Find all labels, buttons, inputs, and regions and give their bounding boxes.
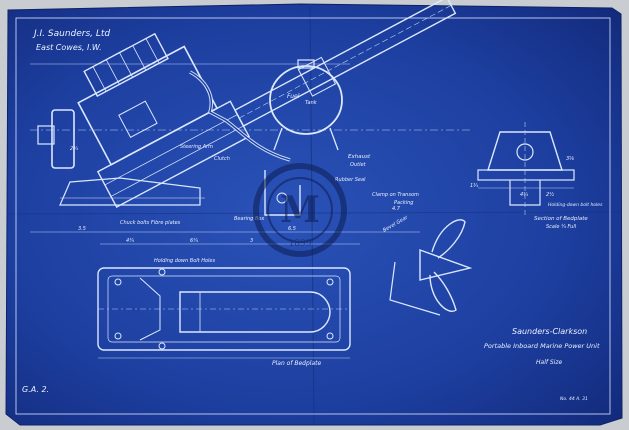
dimension-text: 6.5 [288,226,296,232]
title-line-2: Portable Inboard Marine Power Unit [484,342,600,350]
crank-nose [37,125,55,145]
dimension-text: 4¾ [520,192,528,198]
dimension-text: 3.5 [78,226,86,232]
bedplate-plan [97,267,351,351]
dimension-text: 4.7 [392,206,401,212]
dimension-text: 1¾ [470,183,478,189]
dimension-text: 3 [250,238,253,244]
bearing-box-label: Bearing Box [234,216,264,222]
carburettor [118,100,158,139]
flywheel [51,109,75,169]
tank-bracket [273,127,339,151]
cooling-fin [132,45,147,71]
cooling-fin [105,59,120,85]
fold-line [7,211,621,215]
steering-arm-label: Steering Arm [180,144,213,150]
skeg [389,261,441,316]
stamp-letter: M [280,189,320,231]
gas-outlet-label: Outlet [350,162,367,168]
bedplate-slot [179,291,331,333]
crankcase-split [110,125,244,197]
bolt-hole [114,332,122,340]
stamp-year: 1899 [289,239,312,249]
fuel-tank-label: Fuel [287,93,300,100]
dimension-text: 4¼ [126,238,134,244]
fuel-tank [269,65,343,135]
propeller-hub [419,249,473,281]
section-bore [516,143,534,161]
dimension-text: 3⅝ [566,156,574,162]
cooling-fin [119,52,133,78]
propeller-blade-upper [431,219,466,259]
packing-label: Packing [394,200,413,206]
section-scale-label: Scale ¼ Full [546,224,577,230]
bolt-hole [158,342,166,350]
dimension-text: 2¾ [70,146,78,152]
propeller-blade-lower [429,271,457,312]
bedplate-section [477,122,575,215]
company-location: East Cowes, I.W. [36,43,102,52]
title-scale: Half Size [536,359,563,366]
bearing-box [297,56,337,97]
section-foot [477,169,575,181]
dimension-text: 6¼ [190,238,198,244]
bolt-hole [326,332,334,340]
cooling-fin [145,38,160,64]
clutch-label: Clutch [214,156,230,162]
title-line-1: Saunders-Clarkson [512,327,587,336]
rubber-seal-label: Rubber Seal [335,177,366,183]
dimension-text: 2½ [546,191,554,198]
plan-of-bedplate-label: Plan of Bedplate [272,360,321,367]
bolt-hole [114,278,122,286]
holding-down-label: Holding down Bolt Holes [154,258,215,264]
museum-stamp: M 1899 [253,163,347,257]
drawing-border [15,17,611,415]
clamp-screw [276,192,288,204]
shaft-centerline [239,2,456,119]
fold-line [309,5,315,425]
bolt-hole [326,278,334,286]
crankcase-split [104,114,238,186]
exhaust-label: Exhaust [348,154,371,160]
holding-down-note: Holding-down bolt holes [548,202,603,208]
fuel-filler-cap [297,59,315,69]
fuel-tank-sublabel: Tank [305,100,318,106]
drawing-reference: No. 44 A. 31 [560,396,588,402]
clamp-label: Clamp on Transom [372,192,419,198]
propeller [389,219,473,316]
exhaust-pipe-inner [189,71,291,161]
cooling-fin [92,66,107,92]
company-name: J.I. Saunders, Ltd [32,29,110,39]
engine-assembly [77,0,457,208]
bedplate-web [139,277,161,341]
chuck-bolts-label: Chuck bolts Fibre plates [120,220,181,226]
transom-clamp [264,170,301,216]
sheet-mark: G.A. 2. [22,385,49,394]
bolt-hole [158,268,166,276]
bedplate-profile [59,177,201,206]
section-of-bedplate-label: Section of Bedplate [534,216,588,222]
